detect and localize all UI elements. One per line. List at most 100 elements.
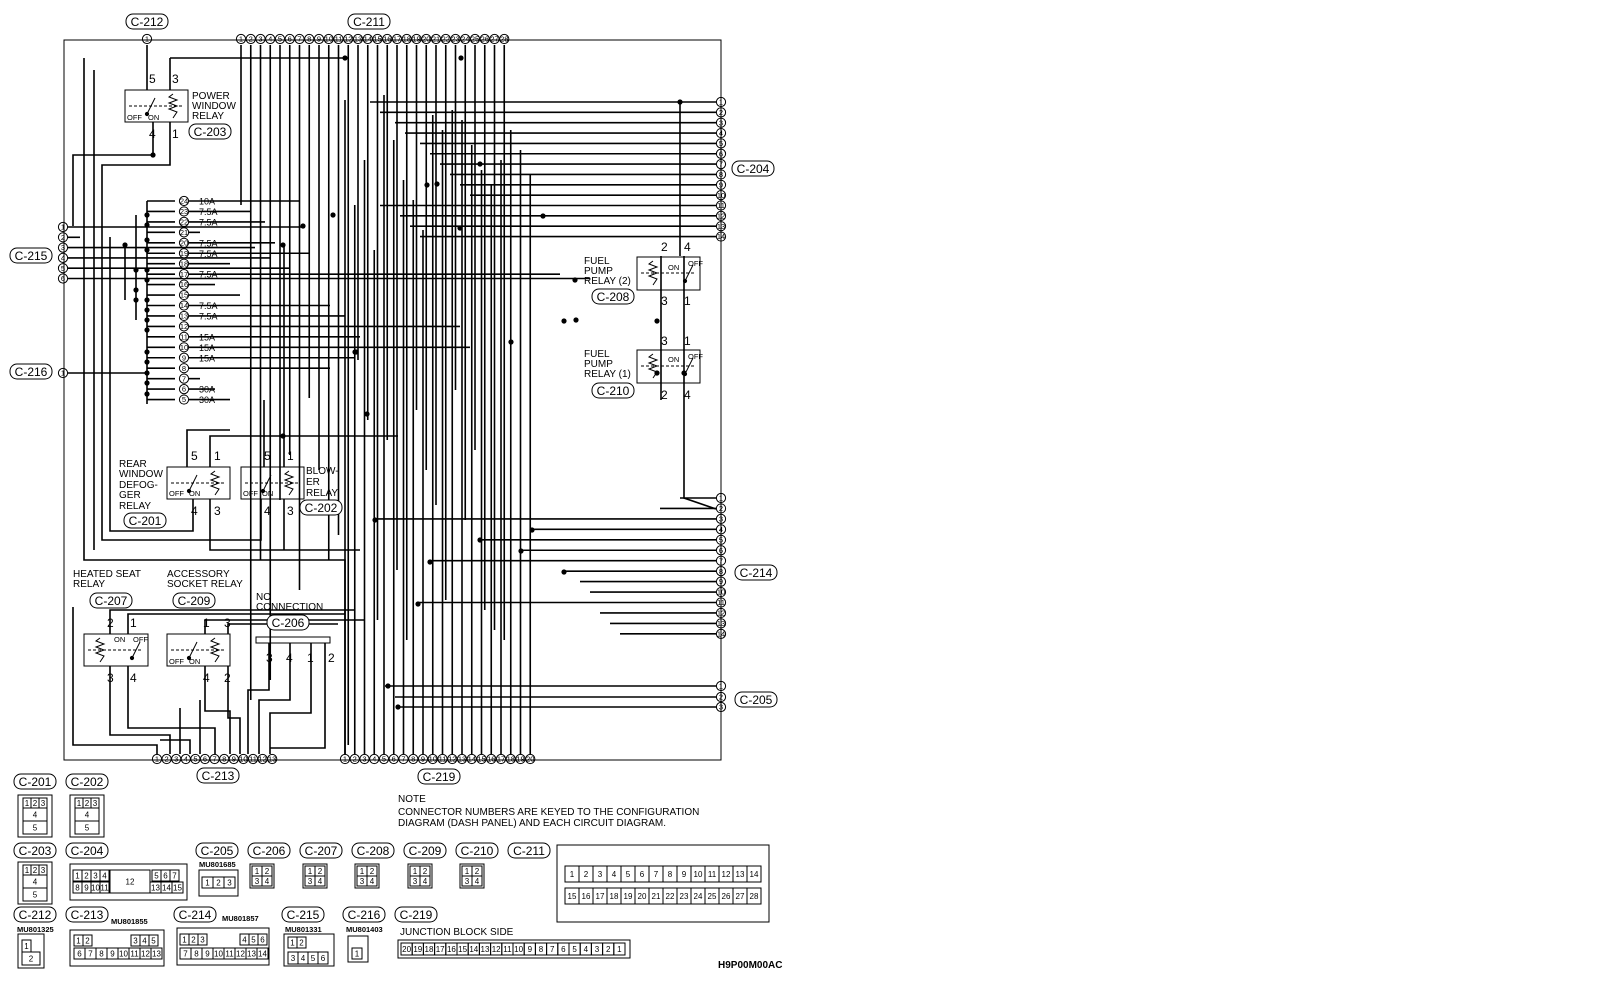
- pin-number: 3: [258, 35, 262, 44]
- tag-c207: C-207: [89, 592, 133, 609]
- svg-text:2: 2: [661, 388, 668, 402]
- note-block: NOTE CONNECTOR NUMBERS ARE KEYED TO THE …: [398, 794, 699, 829]
- connector-cell: [471, 875, 483, 887]
- svg-text:FUEL: FUEL: [584, 349, 610, 360]
- svg-text:OFF: OFF: [127, 113, 142, 122]
- pin-number: 5: [382, 755, 386, 764]
- connector-cell-number: 4: [584, 945, 589, 954]
- svg-text:3: 3: [287, 504, 294, 518]
- svg-text:C-207: C-207: [95, 594, 128, 608]
- svg-text:C-215: C-215: [15, 249, 48, 263]
- junction-dot: [508, 339, 514, 345]
- connector-cell: [74, 820, 100, 835]
- junction-dot: [133, 287, 139, 293]
- pin-number: 17: [180, 270, 188, 279]
- connector-cell: [148, 934, 159, 947]
- svg-text:4: 4: [203, 671, 210, 685]
- connector-cell-number: 13: [736, 870, 745, 879]
- heated-seat-relay-box: [83, 633, 149, 667]
- junction-dot: [144, 267, 150, 273]
- relay-symbol: [88, 637, 143, 663]
- pin-number: 26: [481, 35, 489, 44]
- pin-number: 6: [203, 755, 207, 764]
- fuel-pump-relay-2-box: [636, 256, 701, 291]
- svg-text:3: 3: [107, 671, 114, 685]
- connector-housing: [249, 863, 275, 889]
- svg-text:C-213: C-213: [71, 908, 104, 922]
- pin-number: 12: [258, 755, 266, 764]
- junction-dot: [144, 391, 150, 397]
- tag-c204: C-204: [731, 160, 775, 177]
- svg-text:C-214: C-214: [740, 566, 773, 580]
- connector-cell-number: 3: [360, 877, 365, 886]
- connector-cell-number: 18: [610, 892, 619, 901]
- pin-number: 3: [362, 755, 366, 764]
- pin-number: 27: [490, 35, 498, 44]
- pin-circle: [323, 33, 334, 45]
- junction-dot: [280, 433, 286, 439]
- pin-circle: [178, 373, 190, 384]
- pin-number: 9: [421, 755, 425, 764]
- junction-dot: [144, 237, 150, 243]
- pin-circle: [391, 33, 403, 45]
- pin-circle: [178, 206, 190, 217]
- svg-text:RELAY (1): RELAY (1): [584, 369, 631, 380]
- pin-number: 6: [288, 35, 292, 44]
- connector-housing: [17, 861, 53, 905]
- connector-cell-number: 4: [301, 954, 306, 963]
- pin-number: 10: [325, 35, 333, 44]
- pin-number: 23: [451, 35, 459, 44]
- part-numbers: MU801685 MU801325 MU801855 MU801857 MU80…: [17, 860, 383, 934]
- connector-cell-number: 6: [260, 936, 265, 945]
- pin-number: 3: [174, 755, 178, 764]
- connector-cell-number: 12: [141, 950, 150, 959]
- connector-cell-number: 3: [413, 877, 418, 886]
- svg-text:C-216: C-216: [15, 365, 48, 379]
- svg-text:GER: GER: [119, 490, 141, 501]
- junction-dot: [144, 359, 150, 365]
- connector-cell-number: 1: [413, 867, 418, 876]
- pin-number: 1: [343, 755, 347, 764]
- pin-number: 21: [432, 35, 440, 44]
- connector-cell-number: 1: [75, 872, 80, 881]
- svg-text:PUMP: PUMP: [584, 266, 613, 277]
- junction-dot: [352, 349, 358, 355]
- connector-cell-number: 6: [77, 950, 82, 959]
- diagram-border: [63, 39, 722, 761]
- pin-number: 8: [411, 755, 415, 764]
- svg-text:3: 3: [661, 294, 668, 308]
- pin-circle: [178, 331, 190, 342]
- component-boxes: [88, 93, 696, 663]
- junction-dot: [540, 213, 546, 219]
- fuse-rating: 7.5A: [199, 207, 218, 217]
- svg-text:WINDOW: WINDOW: [119, 469, 163, 480]
- connector-cell-number: 12: [126, 878, 135, 887]
- connector-cell: [257, 933, 268, 946]
- junction-dot: [330, 212, 336, 218]
- pin-circle: [378, 753, 390, 765]
- connector-cell-number: 3: [93, 799, 98, 808]
- blower-relay-box: [240, 466, 305, 500]
- pin-circle: [469, 33, 481, 45]
- junction-dot: [529, 527, 535, 533]
- connector-cell-number: 2: [265, 867, 270, 876]
- pin-number: 24: [461, 35, 469, 44]
- svg-text:C-204: C-204: [71, 844, 104, 858]
- tag-c202: C-202: [299, 499, 343, 516]
- connector-housing: [17, 794, 53, 838]
- pin-circle: [495, 753, 507, 765]
- svg-text:C-206: C-206: [253, 844, 286, 858]
- connector-cell-number: 13: [247, 950, 256, 959]
- svg-text:C-216: C-216: [348, 908, 381, 922]
- connector-cell-number: 2: [191, 936, 196, 945]
- connector-cell-number: 2: [318, 867, 323, 876]
- connector-cell-number: 3: [227, 879, 232, 888]
- connector-cell-number: 2: [29, 955, 34, 964]
- connector-cell-number: 8: [194, 950, 199, 959]
- wire: [83, 58, 346, 754]
- connector-cell-number: 9: [205, 950, 210, 959]
- tag-c215: C-215: [9, 247, 53, 264]
- connector-housing: [17, 933, 45, 969]
